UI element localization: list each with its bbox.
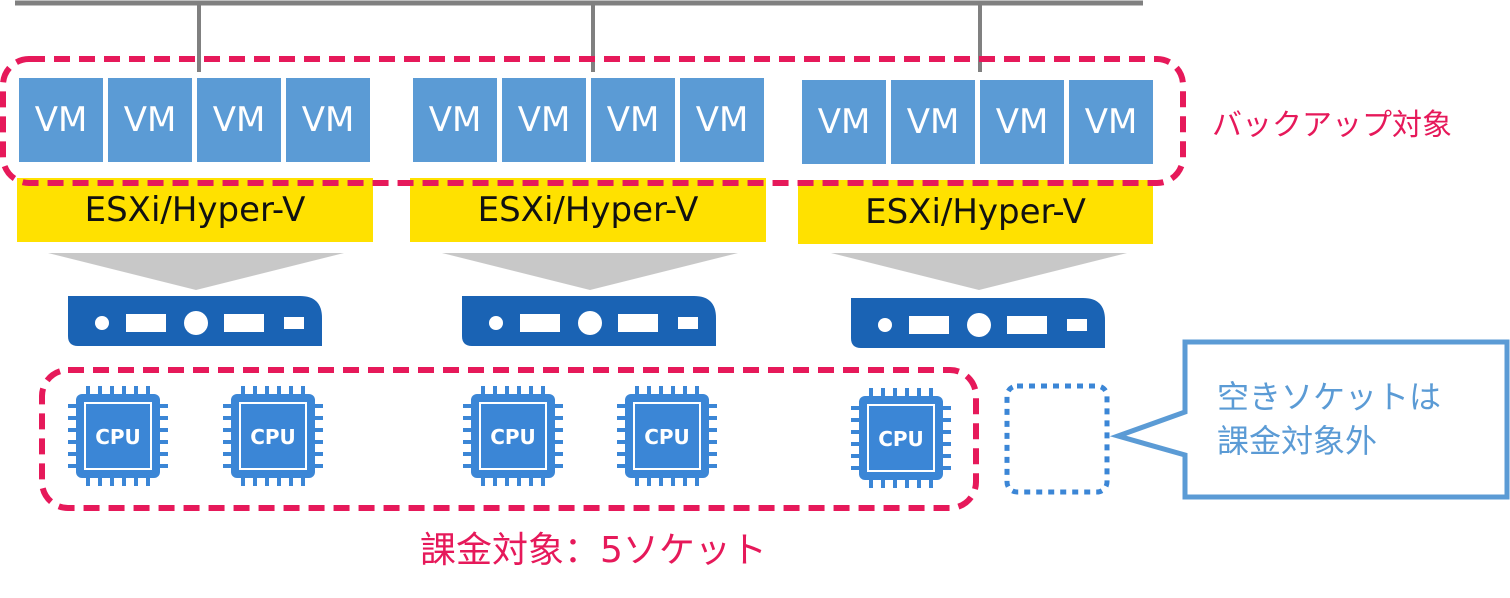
vm-box: VM [286, 78, 370, 162]
vm-box: VM [197, 78, 281, 162]
vm-box: VM [591, 78, 675, 162]
vm-box: VM [502, 78, 586, 162]
hypervisor-label: ESXi/Hyper-V [798, 180, 1153, 244]
billing-target-label: 課金対象：5ソケット [420, 530, 767, 571]
host-arrow-2 [442, 253, 738, 290]
vm-box: VM [680, 78, 764, 162]
empty-socket-note: 空きソケットは 課金対象外 [1217, 378, 1442, 460]
vm-box: VM [108, 78, 192, 162]
callout-box [1109, 339, 1510, 500]
vm-box: VM [1069, 80, 1153, 164]
vm-box: VM [802, 80, 886, 164]
hypervisor-label: ESXi/Hyper-V [17, 178, 373, 242]
server-icon [68, 296, 322, 346]
vm-box: VM [980, 80, 1064, 164]
vm-box: VM [19, 78, 103, 162]
host-arrow-3 [831, 253, 1127, 290]
hypervisor-label: ESXi/Hyper-V [410, 178, 766, 242]
server-icon [462, 296, 716, 346]
empty-socket-icon [1004, 383, 1110, 495]
backup-target-label: バックアップ対象 [1212, 108, 1452, 143]
vm-box: VM [891, 80, 975, 164]
host-arrow-1 [48, 253, 344, 290]
server-icon [851, 298, 1105, 348]
vm-box: VM [413, 78, 497, 162]
